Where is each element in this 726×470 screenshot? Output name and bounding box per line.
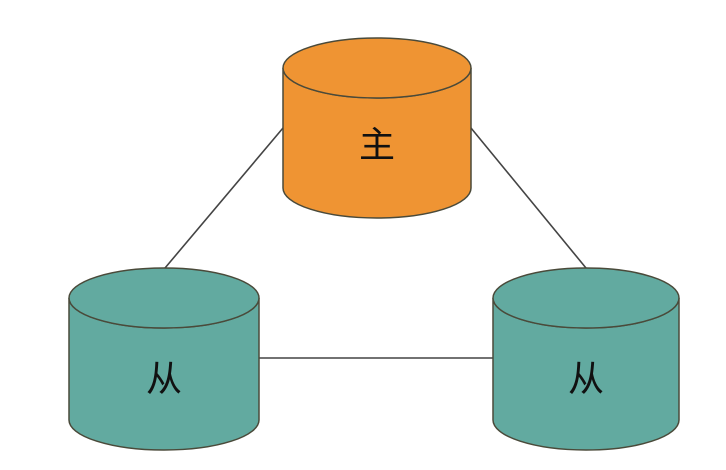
- master-database-icon: 主: [282, 37, 472, 219]
- master-label: 主: [359, 125, 395, 166]
- left-slave-database-icon: 从: [68, 267, 260, 451]
- right-slave-database-top: [492, 267, 680, 329]
- connector-master-to-right-slave: [470, 127, 587, 269]
- right-slave-database-icon: 从: [492, 267, 680, 451]
- left-slave-label: 从: [146, 359, 182, 400]
- master-database-top: [282, 37, 472, 99]
- right-slave-label: 从: [568, 359, 604, 400]
- left-slave-database-top: [68, 267, 260, 329]
- connector-master-to-left-slave: [164, 127, 284, 269]
